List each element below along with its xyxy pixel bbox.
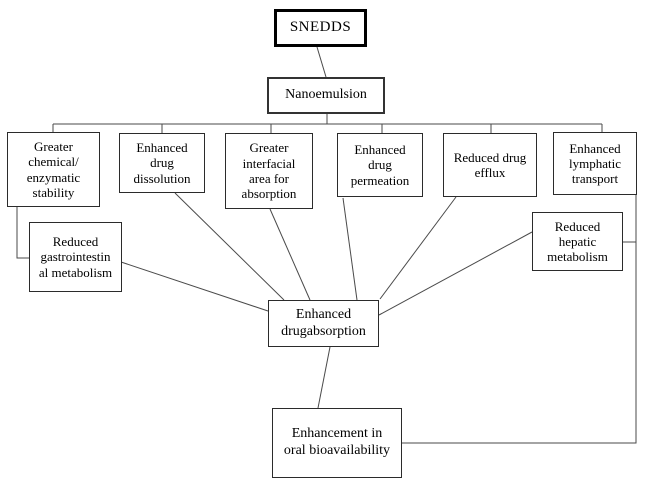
node-gastrointestinal-metabolism: Reduced gastrointestin al metabolism	[29, 222, 122, 292]
node-nanoemulsion: Nanoemulsion	[267, 77, 385, 114]
node-lymphatic-transport: Enhanced lymphatic transport	[553, 132, 637, 195]
node-drug-efflux: Reduced drug efflux	[443, 133, 537, 197]
node-hepatic-metabolism: Reduced hepatic metabolism	[532, 212, 623, 271]
node-snedds: SNEDDS	[274, 9, 367, 47]
node-drug-permeation: Enhanced drug permeation	[337, 133, 423, 197]
node-interfacial-area: Greater interfacial area for absorption	[225, 133, 313, 209]
node-drug-dissolution: Enhanced drug dissolution	[119, 133, 205, 193]
node-oral-bioavailability: Enhancement in oral bioavailability	[272, 408, 402, 478]
node-chemical-enzymatic-stability: Greater chemical/ enzymatic stability	[7, 132, 100, 207]
node-drug-absorption: Enhanced drugabsorption	[268, 300, 379, 347]
